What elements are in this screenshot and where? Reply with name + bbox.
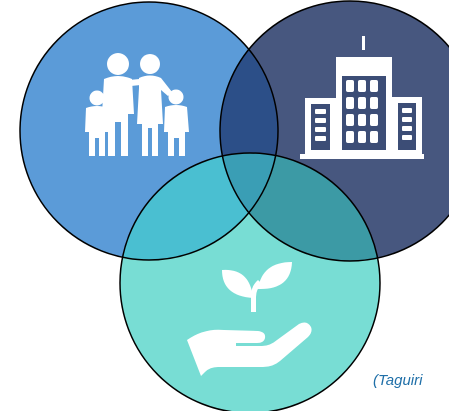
family-environment-overlap [120, 153, 278, 260]
hand-holding-plant-icon [187, 262, 312, 376]
citation-text: (Taguiri [373, 372, 423, 389]
office-building-icon [300, 36, 424, 159]
family-icon [85, 53, 189, 156]
business-environment-overlap [220, 153, 380, 261]
